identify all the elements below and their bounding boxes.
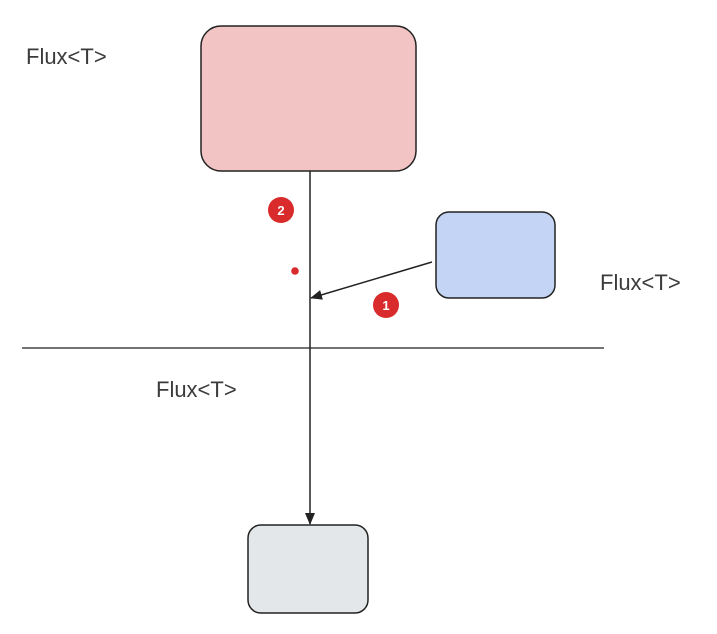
right-flux-label: Flux<T> — [600, 270, 681, 295]
emission-dot — [291, 267, 299, 275]
merge-arrow — [310, 261, 433, 300]
badge-two: 2 — [268, 197, 294, 223]
badge-two-label: 2 — [277, 203, 284, 218]
merging-flux-box — [435, 211, 556, 299]
bottom-flux-label: Flux<T> — [156, 377, 237, 402]
badge-one: 1 — [373, 292, 399, 318]
badge-one-label: 1 — [382, 298, 389, 313]
source-flux-box — [200, 25, 417, 172]
result-box — [247, 524, 369, 614]
top-flux-label: Flux<T> — [26, 44, 107, 69]
